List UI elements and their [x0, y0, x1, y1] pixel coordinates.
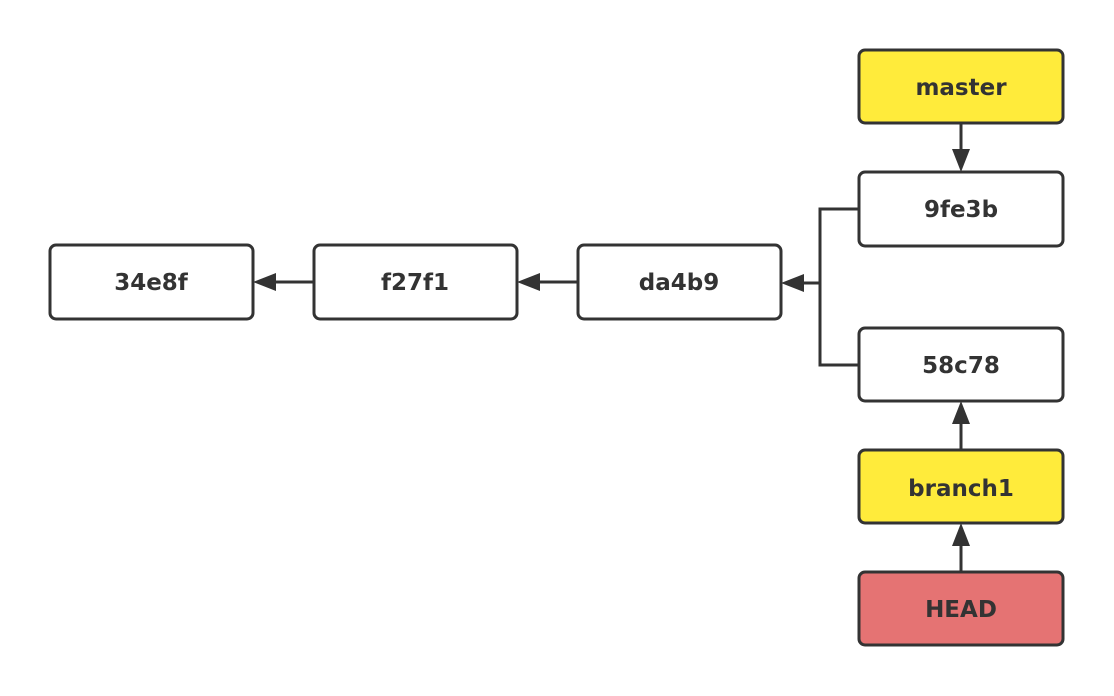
svg-text:f27f1: f27f1	[381, 270, 449, 296]
commit-node: da4b9	[576, 243, 783, 321]
svg-text:da4b9: da4b9	[639, 270, 719, 296]
edge-merge-to-da4b9	[781, 207, 859, 367]
svg-text:58c78: 58c78	[922, 353, 1000, 379]
svg-text:34e8f: 34e8f	[114, 270, 189, 296]
edge-master-to-9fe3b	[952, 123, 970, 172]
arrowhead-icon	[253, 273, 276, 291]
arrowhead-icon	[952, 401, 970, 424]
commit-node: 58c78	[857, 326, 1065, 403]
arrowhead-icon	[781, 274, 804, 292]
edge-da4b9-to-f27f1	[517, 273, 578, 291]
svg-text:9fe3b: 9fe3b	[924, 197, 998, 223]
edge-branch1-to-58c78	[952, 401, 970, 450]
svg-text:HEAD: HEAD	[925, 597, 997, 623]
arrowhead-icon	[952, 523, 970, 546]
branch-node-master: master	[857, 48, 1065, 125]
branch-node-branch1: branch1	[857, 448, 1065, 525]
arrowhead-icon	[517, 273, 540, 291]
head-node: HEAD	[857, 570, 1065, 647]
commit-node: 9fe3b	[857, 170, 1065, 248]
commit-node: f27f1	[312, 243, 519, 321]
edge-head-to-branch1	[952, 523, 970, 572]
edge-f27f1-to-34e8f	[253, 273, 314, 291]
commit-node: 34e8f	[48, 243, 255, 321]
arrowhead-icon	[952, 149, 970, 172]
svg-text:master: master	[915, 75, 1007, 101]
svg-text:branch1: branch1	[908, 476, 1014, 502]
